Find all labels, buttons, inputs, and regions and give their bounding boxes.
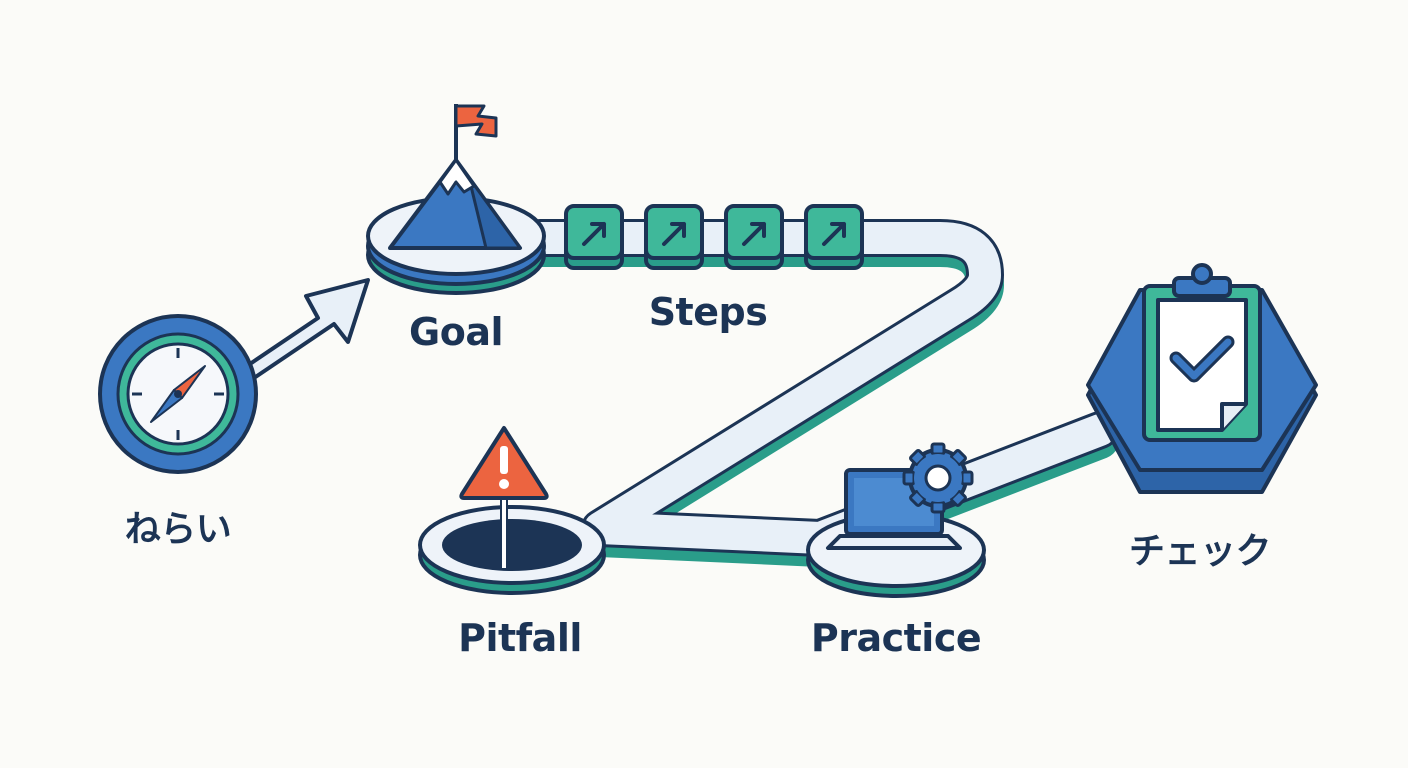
- label-aim: ねらい: [124, 509, 232, 550]
- label-practice: Practice: [810, 616, 982, 660]
- warning-icon: [459, 426, 549, 500]
- step-box-3: [724, 204, 784, 270]
- pitfall-hole: [418, 496, 606, 595]
- label-goal: Goal: [409, 310, 503, 354]
- connector-path: [521, 219, 1119, 567]
- step-box-4: [804, 204, 864, 270]
- arrow-step-icon: [662, 222, 686, 246]
- label-pitfall: Pitfall: [458, 616, 582, 660]
- label-check: チェック: [1128, 531, 1272, 572]
- step-box-2: [644, 204, 704, 270]
- step-box-1: [564, 204, 624, 270]
- mountain-flag-icon: [388, 104, 522, 250]
- arrow-step-icon: [822, 222, 846, 246]
- compass-icon: [98, 314, 258, 474]
- clipboard-check-icon: [1142, 263, 1262, 442]
- laptop-gear-icon: [826, 442, 974, 550]
- arrow-to-goal: [236, 278, 370, 380]
- steps-boxes: [564, 204, 864, 270]
- arrow-step-icon: [582, 222, 606, 246]
- arrow-step-icon: [742, 222, 766, 246]
- label-steps: Steps: [648, 290, 768, 334]
